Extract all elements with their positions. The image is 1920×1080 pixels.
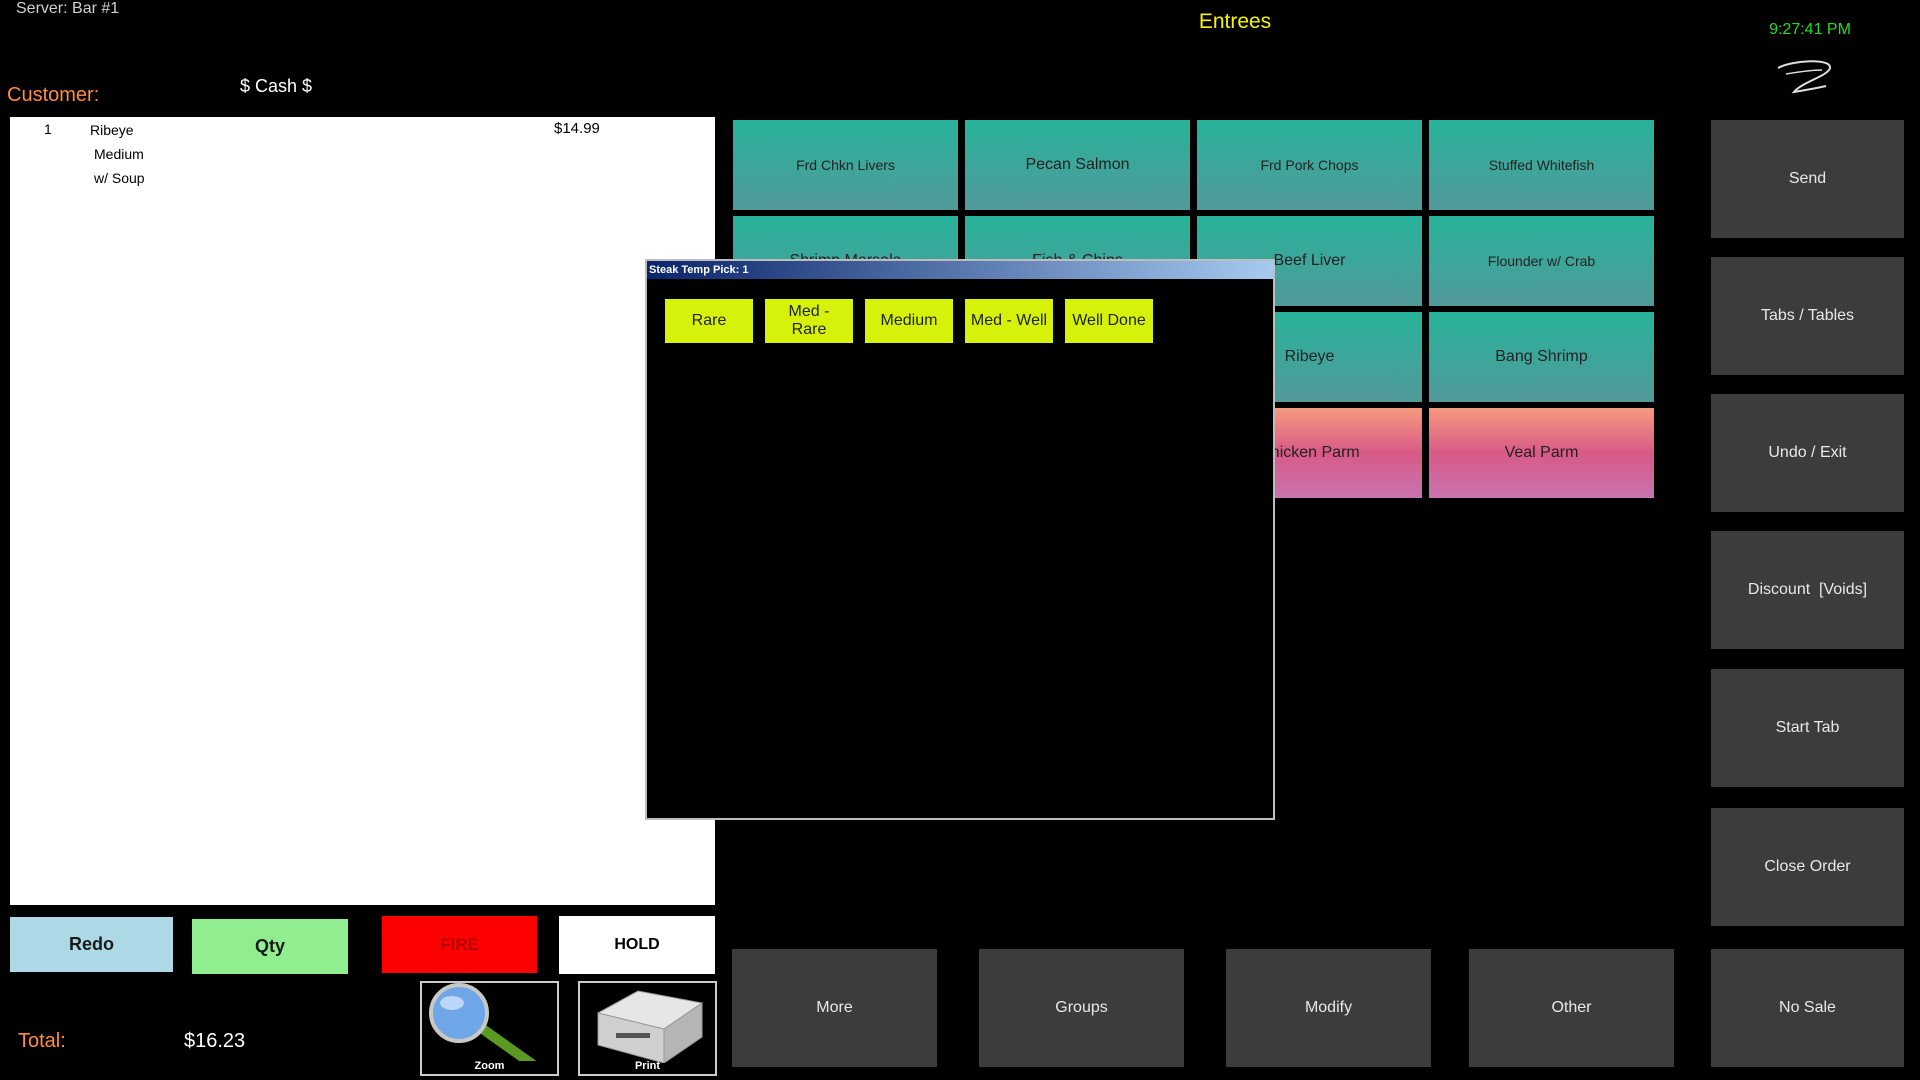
order-item-modifier[interactable]: Medium <box>94 146 144 162</box>
order-list[interactable]: 1 Ribeye $14.99 Medium w/ Soup <box>10 117 715 905</box>
hold-button[interactable]: HOLD <box>559 916 715 974</box>
more-button[interactable]: More <box>732 949 937 1067</box>
order-item-name[interactable]: Ribeye <box>90 122 134 138</box>
menu-item-frd-pork-chops[interactable]: Frd Pork Chops <box>1197 120 1422 210</box>
menu-item-veal-parm[interactable]: Veal Parm <box>1429 408 1654 498</box>
order-item-price: $14.99 <box>554 120 600 137</box>
total-label: Total: <box>18 1030 66 1052</box>
print-button[interactable]: Print <box>578 981 717 1076</box>
temp-option-rare[interactable]: Rare <box>665 299 753 343</box>
menu-item-flounder-w-crab[interactable]: Flounder w/ Crab <box>1429 216 1654 306</box>
category-title: Entrees <box>1198 10 1272 33</box>
redo-button[interactable]: Redo <box>10 917 173 972</box>
temp-option-medium[interactable]: Medium <box>865 299 953 343</box>
temp-option-med-rare[interactable]: Med - Rare <box>765 299 853 343</box>
dialog-title: Steak Temp Pick: 1 <box>647 261 1273 279</box>
order-item-modifier[interactable]: w/ Soup <box>94 170 145 186</box>
signature-logo <box>1777 60 1831 94</box>
printer-icon <box>596 990 704 1063</box>
qty-button[interactable]: Qty <box>192 919 348 974</box>
zoom-label: Zoom <box>474 1060 505 1072</box>
customer-label: Customer: <box>7 84 100 106</box>
tabs-tables-button[interactable]: Tabs / Tables <box>1711 257 1904 375</box>
fire-button[interactable]: FIRE <box>382 916 537 973</box>
menu-item-frd-chkn-livers[interactable]: Frd Chkn Livers <box>733 120 958 210</box>
print-label: Print <box>634 1060 661 1072</box>
send-button[interactable]: Send <box>1711 120 1904 238</box>
close-order-button[interactable]: Close Order <box>1711 808 1904 926</box>
undo-exit-button[interactable]: Undo / Exit <box>1711 394 1904 512</box>
temp-option-well-done[interactable]: Well Done <box>1065 299 1153 343</box>
server-label: Server: Bar #1 <box>16 0 120 17</box>
menu-item-bang-shrimp[interactable]: Bang Shrimp <box>1429 312 1654 402</box>
other-button[interactable]: Other <box>1469 949 1674 1067</box>
magnifier-icon <box>429 983 537 1061</box>
steak-temp-dialog: Steak Temp Pick: 1 Rare Med - Rare Mediu… <box>645 259 1275 820</box>
temp-option-med-well[interactable]: Med - Well <box>965 299 1053 343</box>
groups-button[interactable]: Groups <box>979 949 1184 1067</box>
discount-voids-button[interactable]: Discount [Voids] <box>1711 531 1904 649</box>
clock: 9:27:41 PM <box>1769 21 1851 38</box>
temp-option-med-rare-label: Med - Rare <box>788 303 830 338</box>
payment-type[interactable]: $ Cash $ <box>240 76 313 96</box>
total-value: $16.23 <box>184 1030 246 1052</box>
zoom-button[interactable]: Zoom <box>420 981 559 1076</box>
start-tab-button[interactable]: Start Tab <box>1711 669 1904 787</box>
modify-button[interactable]: Modify <box>1226 949 1431 1067</box>
menu-item-stuffed-whitefish[interactable]: Stuffed Whitefish <box>1429 120 1654 210</box>
no-sale-button[interactable]: No Sale <box>1711 949 1904 1067</box>
order-item-qty: 1 <box>44 121 52 137</box>
menu-item-pecan-salmon[interactable]: Pecan Salmon <box>965 120 1190 210</box>
